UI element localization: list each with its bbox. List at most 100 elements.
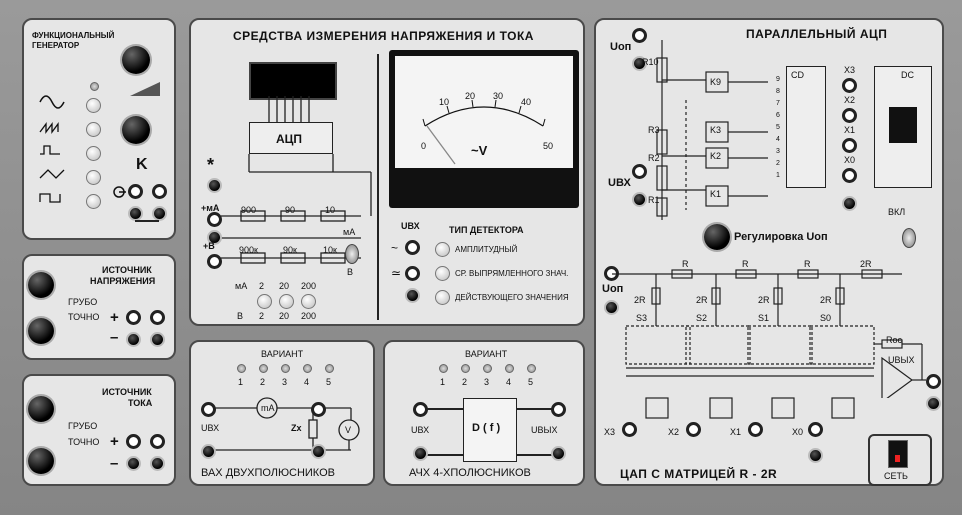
dac-output-ground-jack[interactable]	[926, 396, 941, 411]
frequency-knob[interactable]	[122, 116, 150, 144]
vax-zx-label: Zx	[291, 423, 302, 433]
padc-uvx-jack[interactable]	[632, 164, 647, 179]
detector-amplitude-button[interactable]	[435, 242, 450, 257]
achx-input-ground-jack[interactable]	[413, 446, 428, 461]
meter-uvx-label: UВХ	[401, 221, 420, 231]
isrc-plus-jack-2[interactable]	[150, 434, 165, 449]
achx-output-jack[interactable]	[551, 402, 566, 417]
resistor-v-1: 900к	[239, 245, 258, 255]
achx-title: АЧХ 4-ХПОЛЮСНИКОВ	[409, 467, 531, 479]
meter-scale	[422, 99, 546, 165]
mains-label: СЕТЬ	[884, 471, 908, 481]
vax-title: ВАХ ДВУХПОЛЮСНИКОВ	[201, 467, 335, 479]
vsrc-fine-knob[interactable]	[28, 318, 54, 344]
padc-out-ground-jack[interactable]	[842, 196, 857, 211]
gen-output-jack[interactable]	[128, 184, 143, 199]
v-input-jack[interactable]	[207, 254, 222, 269]
vsrc-title-line2: НАПРЯЖЕНИЯ	[90, 276, 156, 286]
isrc-coarse-knob[interactable]	[28, 396, 54, 422]
padc-x3-jack[interactable]	[842, 78, 857, 93]
padc-x0-jack[interactable]	[842, 168, 857, 183]
resistor-ma-1: 900	[241, 205, 257, 215]
ma-v-toggle[interactable]	[345, 244, 359, 264]
achx-variant-led-3	[483, 364, 492, 373]
dac-s3: S3	[636, 313, 648, 323]
ma-input-jack[interactable]	[207, 212, 222, 227]
dac-2r-1: 2R	[634, 295, 646, 305]
vsrc-plus-label: +	[110, 309, 120, 326]
detector-average-button[interactable]	[435, 266, 450, 281]
wave-pulse-button[interactable]	[86, 122, 101, 137]
isrc-minus-jack-2[interactable]	[150, 456, 165, 471]
gen-ground-jack-2[interactable]	[152, 206, 167, 221]
dac-x3-jack[interactable]	[622, 422, 637, 437]
padc-uop-jack[interactable]	[632, 28, 647, 43]
amplitude-knob[interactable]	[122, 46, 150, 74]
range-button-2[interactable]	[257, 294, 272, 309]
switch-v-label: В	[347, 267, 354, 277]
cd-in-5: 5	[776, 124, 780, 131]
rectified-symbol: ≃	[391, 266, 402, 280]
dac-uvyx-label: UВЫХ	[888, 355, 915, 365]
reference-voltage-knob[interactable]	[704, 224, 730, 250]
dac-x2-jack[interactable]	[686, 422, 701, 437]
vax-variant-led-1	[237, 364, 246, 373]
meter-input-jack-2[interactable]	[405, 266, 420, 281]
vsrc-plus-jack-2[interactable]	[150, 310, 165, 325]
dac-x0-jack[interactable]	[808, 422, 823, 437]
v-input-label: +В	[203, 241, 215, 251]
achx-variant-5: 5	[528, 377, 534, 387]
vsrc-coarse-knob[interactable]	[28, 272, 54, 298]
achx-variant-4: 4	[506, 377, 512, 387]
vsrc-minus-jack[interactable]	[126, 332, 141, 347]
padc-x2-jack[interactable]	[842, 108, 857, 123]
vax-variant-led-3	[281, 364, 290, 373]
mains-switch[interactable]	[888, 440, 908, 468]
padc-x1-jack[interactable]	[842, 138, 857, 153]
isrc-title-line1: ИСТОЧНИК	[102, 387, 152, 397]
adc-dac-panel: ПАРАЛЛЕЛЬНЫЙ АЦП Uоп UВХ R10 R3 R2 R1 K9…	[594, 18, 944, 486]
padc-r10: R10	[642, 57, 659, 67]
padc-r2: R2	[648, 153, 660, 163]
power-toggle[interactable]	[902, 228, 916, 248]
wave-triangle-button[interactable]	[86, 170, 101, 185]
gen-output-jack-2[interactable]	[152, 184, 167, 199]
vax-zx-jack-bottom[interactable]	[311, 444, 326, 459]
dac-uop-ground-jack[interactable]	[604, 300, 619, 315]
wave-square-button[interactable]	[86, 146, 101, 161]
current-source-panel: ИСТОЧНИК ТОКА ГРУБО ТОЧНО + –	[22, 374, 176, 486]
dac-s0: S0	[820, 313, 832, 323]
range-button-20[interactable]	[279, 294, 294, 309]
ma-ground-jack[interactable]	[207, 230, 222, 245]
range-button-200[interactable]	[301, 294, 316, 309]
vax-ground-jack[interactable]	[201, 444, 216, 459]
dac-ground-jack[interactable]	[808, 448, 823, 463]
isrc-fine-knob[interactable]	[28, 448, 54, 474]
vax-input-jack[interactable]	[201, 402, 216, 417]
achx-output-ground-jack[interactable]	[551, 446, 566, 461]
meter-input-jack[interactable]	[405, 240, 420, 255]
wave-meander-button[interactable]	[86, 194, 101, 209]
output-icon	[113, 186, 126, 198]
meter-scale-0: 0	[421, 141, 427, 151]
vsrc-minus-jack-2[interactable]	[150, 332, 165, 347]
star-jack[interactable]	[207, 178, 222, 193]
detector-rms-button[interactable]	[435, 290, 450, 305]
padc-x3: X3	[844, 65, 856, 75]
gen-ground-jack[interactable]	[128, 206, 143, 221]
achx-input-jack[interactable]	[413, 402, 428, 417]
dac-2r-3: 2R	[758, 295, 770, 305]
padc-uvx-ground-jack[interactable]	[632, 192, 647, 207]
dac-output-jack[interactable]	[926, 374, 941, 389]
wave-sine-button[interactable]	[86, 98, 101, 113]
dac-x1-jack[interactable]	[748, 422, 763, 437]
isrc-minus-jack[interactable]	[126, 456, 141, 471]
meter-ground-jack[interactable]	[405, 288, 420, 303]
cd-in-9: 9	[776, 76, 780, 83]
vax-zx-jack-top[interactable]	[311, 402, 326, 417]
detector-amplitude-label: АМПЛИТУДНЫЙ	[455, 245, 518, 254]
padc-uop-ground-jack[interactable]	[632, 56, 647, 71]
isrc-plus-jack[interactable]	[126, 434, 141, 449]
vsrc-plus-jack[interactable]	[126, 310, 141, 325]
decoder-block: DC	[874, 66, 932, 188]
